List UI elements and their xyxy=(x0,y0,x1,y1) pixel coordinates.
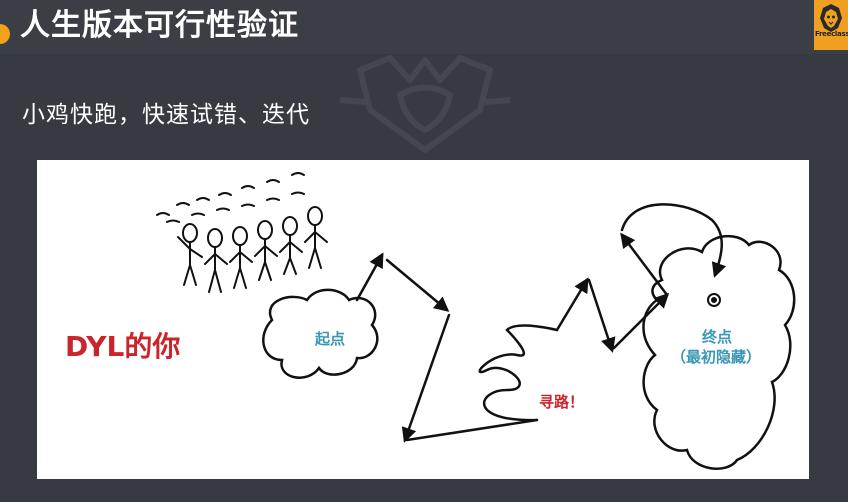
dyl-label: DYL的你 xyxy=(65,330,181,363)
end-cloud xyxy=(642,234,796,470)
search-label: 寻路！ xyxy=(539,393,585,411)
title-bar: 人生版本可行性验证 Freeclass xyxy=(0,0,848,54)
start-cloud xyxy=(262,288,379,379)
lion-logo-icon xyxy=(820,4,842,32)
logo: Freeclass xyxy=(814,0,848,50)
end-sub-label: （最初隐藏） xyxy=(671,348,762,366)
end-label: 终点 xyxy=(702,328,733,346)
title-bullet-icon xyxy=(0,24,10,44)
crowd-icon xyxy=(156,172,328,293)
watermark-emblem-icon xyxy=(339,55,511,153)
start-label: 起点 xyxy=(315,330,346,348)
subtitle: 小鸡快跑，快速试错、迭代 xyxy=(22,102,310,128)
target-icon xyxy=(707,293,721,307)
logo-text: Freeclass xyxy=(815,30,848,38)
illustration-panel: DYL的你 起点 寻路！ 终点 （最初隐藏） xyxy=(37,160,809,479)
path-drawing xyxy=(156,172,796,470)
page-title: 人生版本可行性验证 xyxy=(20,8,299,43)
